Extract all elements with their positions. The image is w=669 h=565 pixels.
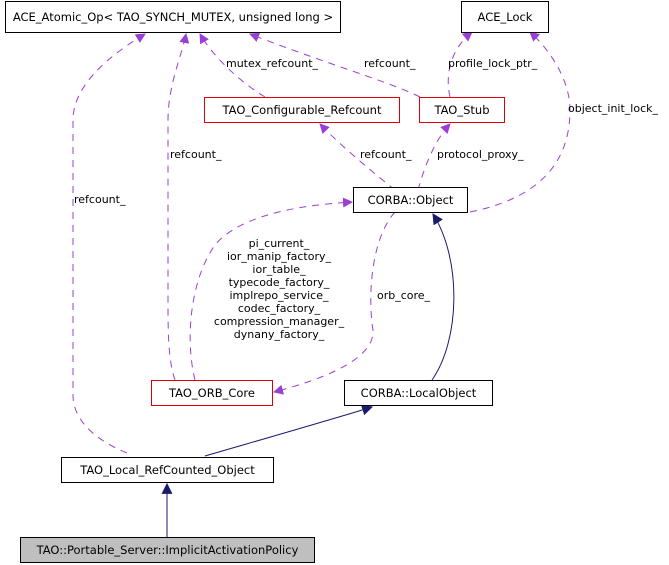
edge-configurable-refcount-to-atomic-op xyxy=(199,33,266,98)
label-orb-core: orb_core_ xyxy=(377,289,431,302)
label-stub-refcount: refcount_ xyxy=(364,57,416,70)
edge-corba-object-to-ace-lock xyxy=(469,31,571,213)
edge-local-object-to-corba-object xyxy=(431,213,455,381)
node-corba-object[interactable]: CORBA::Object xyxy=(353,187,468,213)
member-label: ior_manip_factory_ xyxy=(226,250,331,263)
node-tao-orb-core[interactable]: TAO_ORB_Core xyxy=(151,380,273,406)
member-label: codec_factory_ xyxy=(237,302,321,315)
edge-orb-core-to-atomic-op xyxy=(167,33,190,381)
node-tao-local-refcounted-object[interactable]: TAO_Local_RefCounted_Object xyxy=(61,457,274,483)
member-label: implrepo_service_ xyxy=(229,289,329,302)
edge-corba-object-to-tao-stub xyxy=(417,123,451,191)
edge-corba-object-to-orb-core xyxy=(273,211,396,395)
label-profile-lock-ptr: profile_lock_ptr_ xyxy=(448,57,538,70)
edge-local-refcounted-to-local-object xyxy=(204,404,374,457)
label-mutex-refcount: mutex_refcount_ xyxy=(226,57,319,70)
member-label: compression_manager_ xyxy=(213,315,345,328)
label-orbcore-refcount: refcount_ xyxy=(170,148,222,161)
node-tao-configurable-refcount[interactable]: TAO_Configurable_Refcount xyxy=(204,97,400,123)
edge-tao-stub-to-ace-lock xyxy=(447,31,473,98)
node-tao-stub[interactable]: TAO_Stub xyxy=(419,97,505,123)
node-ace-lock[interactable]: ACE_Lock xyxy=(461,1,549,33)
label-protocol-proxy: protocol_proxy_ xyxy=(437,148,524,161)
label-local-refcount: refcount_ xyxy=(74,193,126,206)
label-object-init-lock: object_init_lock_ xyxy=(568,102,658,115)
member-label: ior_table_ xyxy=(252,263,306,276)
node-corba-local-object[interactable]: CORBA::LocalObject xyxy=(344,380,493,406)
label-object-refcount: refcount_ xyxy=(360,148,412,161)
node-implicit-activation-policy: TAO::Portable_Server::ImplicitActivation… xyxy=(20,537,315,563)
label-orbcore-members: pi_current_ ior_manip_factory_ ior_table… xyxy=(201,237,357,341)
member-label: dynany_factory_ xyxy=(233,328,325,341)
edge-orb-core-to-corba-object xyxy=(189,197,353,381)
member-label: pi_current_ xyxy=(248,237,310,250)
member-label: typecode_factory_ xyxy=(228,276,330,289)
node-ace-atomic-op[interactable]: ACE_Atomic_Op< TAO_SYNCH_MUTEX, unsigned… xyxy=(5,1,341,33)
edge-local-refcounted-to-atomic-op xyxy=(72,33,146,454)
edge-tao-stub-to-atomic-op xyxy=(249,32,421,98)
